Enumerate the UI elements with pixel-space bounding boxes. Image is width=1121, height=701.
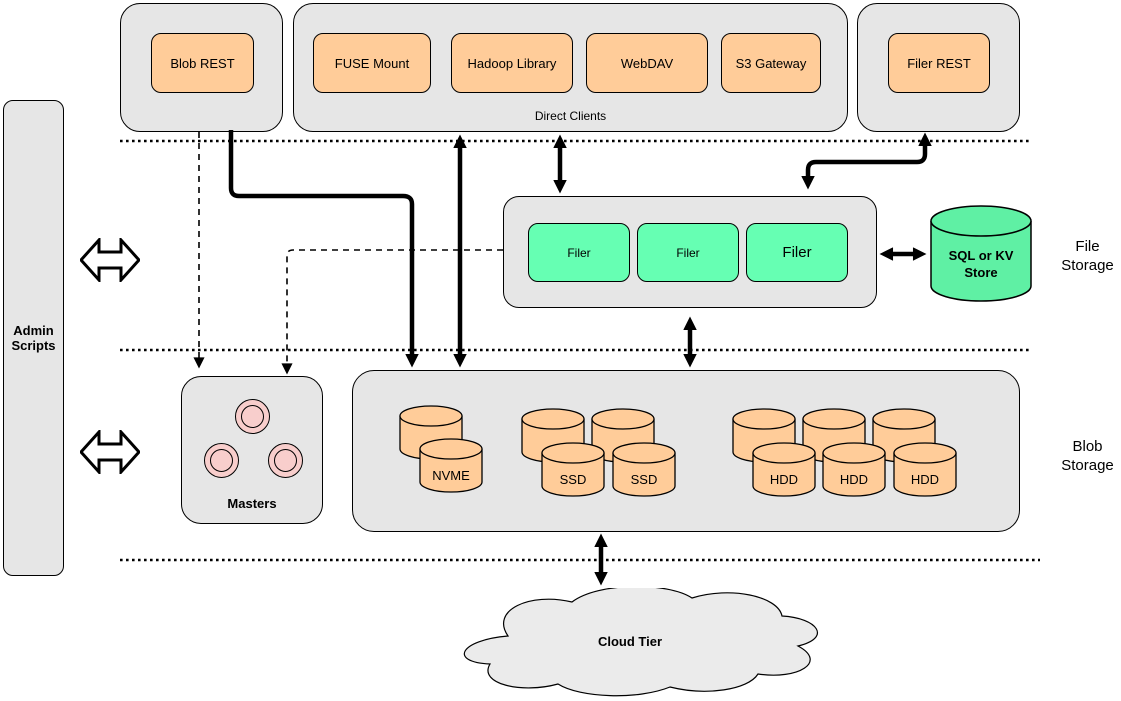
hdd-label-3: HDD — [911, 472, 939, 487]
blob-rest-group: Blob REST — [120, 3, 283, 132]
master-node-icon-2 — [204, 443, 239, 478]
filer-cluster-group: Filer Filer Filer — [503, 196, 877, 308]
ssd-cylinder-2: SSD — [612, 442, 676, 497]
masters-label: Masters — [227, 496, 277, 511]
blob-storage-section-label: Blob Storage — [1045, 437, 1121, 475]
bidirectional-arrow-icon-blob — [80, 430, 140, 474]
sql-kv-store-body — [930, 221, 1032, 302]
master-node-ring-2 — [210, 449, 233, 472]
hdd-label-1: HDD — [770, 472, 798, 487]
ssd-label-1: SSD — [560, 472, 587, 487]
file-storage-label-line2: Storage — [1061, 257, 1114, 274]
filer-node-3: Filer — [746, 223, 848, 282]
filer-node-2: Filer — [637, 223, 739, 282]
client-node-hadoop-library: Hadoop Library — [451, 33, 573, 93]
hdd-cylinder-2: HDD — [822, 442, 886, 497]
masters-group: Masters — [181, 376, 323, 524]
blob-storage-label-line1: Blob — [1072, 438, 1103, 455]
filer-rest-group: Filer REST — [857, 3, 1020, 132]
direct-clients-label: Direct Clients — [534, 109, 607, 123]
master-node-ring-3 — [274, 449, 297, 472]
master-node-icon-1 — [235, 399, 270, 434]
bidirectional-arrow-icon-file — [80, 238, 140, 282]
cloud-tier-label: Cloud Tier — [598, 634, 662, 649]
client-node-webdav: WebDAV — [586, 33, 708, 93]
file-storage-section-label: File Storage — [1045, 237, 1121, 275]
sql-kv-store-cylinder: SQL or KV Store — [930, 205, 1032, 302]
sql-kv-store-label-line1: SQL or KV — [949, 248, 1014, 263]
blob-rest-node: Blob REST — [151, 33, 254, 93]
hdd-cylinder-1: HDD — [752, 442, 816, 497]
ssd-cylinder-1: SSD — [541, 442, 605, 497]
filer-rest-node: Filer REST — [888, 33, 990, 93]
master-node-ring-1 — [241, 405, 264, 428]
admin-scripts-label-line2: Scripts — [11, 338, 56, 353]
client-node-s3-gateway: S3 Gateway — [721, 33, 821, 93]
ssd-label-2: SSD — [631, 472, 658, 487]
client-node-fuse-mount: FUSE Mount — [313, 33, 431, 93]
sql-kv-store-top — [930, 205, 1032, 237]
direct-clients-group: FUSE Mount Hadoop Library WebDAV S3 Gate… — [293, 3, 848, 132]
hdd-cylinder-3: HDD — [893, 442, 957, 497]
volume-servers-group: NVME SSD SSD — [352, 370, 1020, 532]
arrow-filer-rest-filer — [801, 132, 932, 190]
blob-storage-label-line2: Storage — [1061, 457, 1114, 474]
admin-scripts-box: Admin Scripts — [3, 100, 64, 576]
filer-node-1: Filer — [528, 223, 630, 282]
hdd-label-2: HDD — [840, 472, 868, 487]
sql-kv-store-label-line2: Store — [964, 265, 997, 280]
admin-scripts-label-line1: Admin — [13, 323, 54, 338]
cloud-tier-shape: Cloud Tier — [463, 588, 819, 697]
nvme-cylinder: NVME — [419, 438, 483, 493]
master-node-icon-3 — [268, 443, 303, 478]
dashed-arrow-filer-masters — [281, 249, 503, 375]
file-storage-label-line1: File — [1075, 238, 1100, 255]
arrow-blob-rest-to-volume-servers — [228, 130, 419, 368]
nvme-label: NVME — [432, 468, 470, 483]
